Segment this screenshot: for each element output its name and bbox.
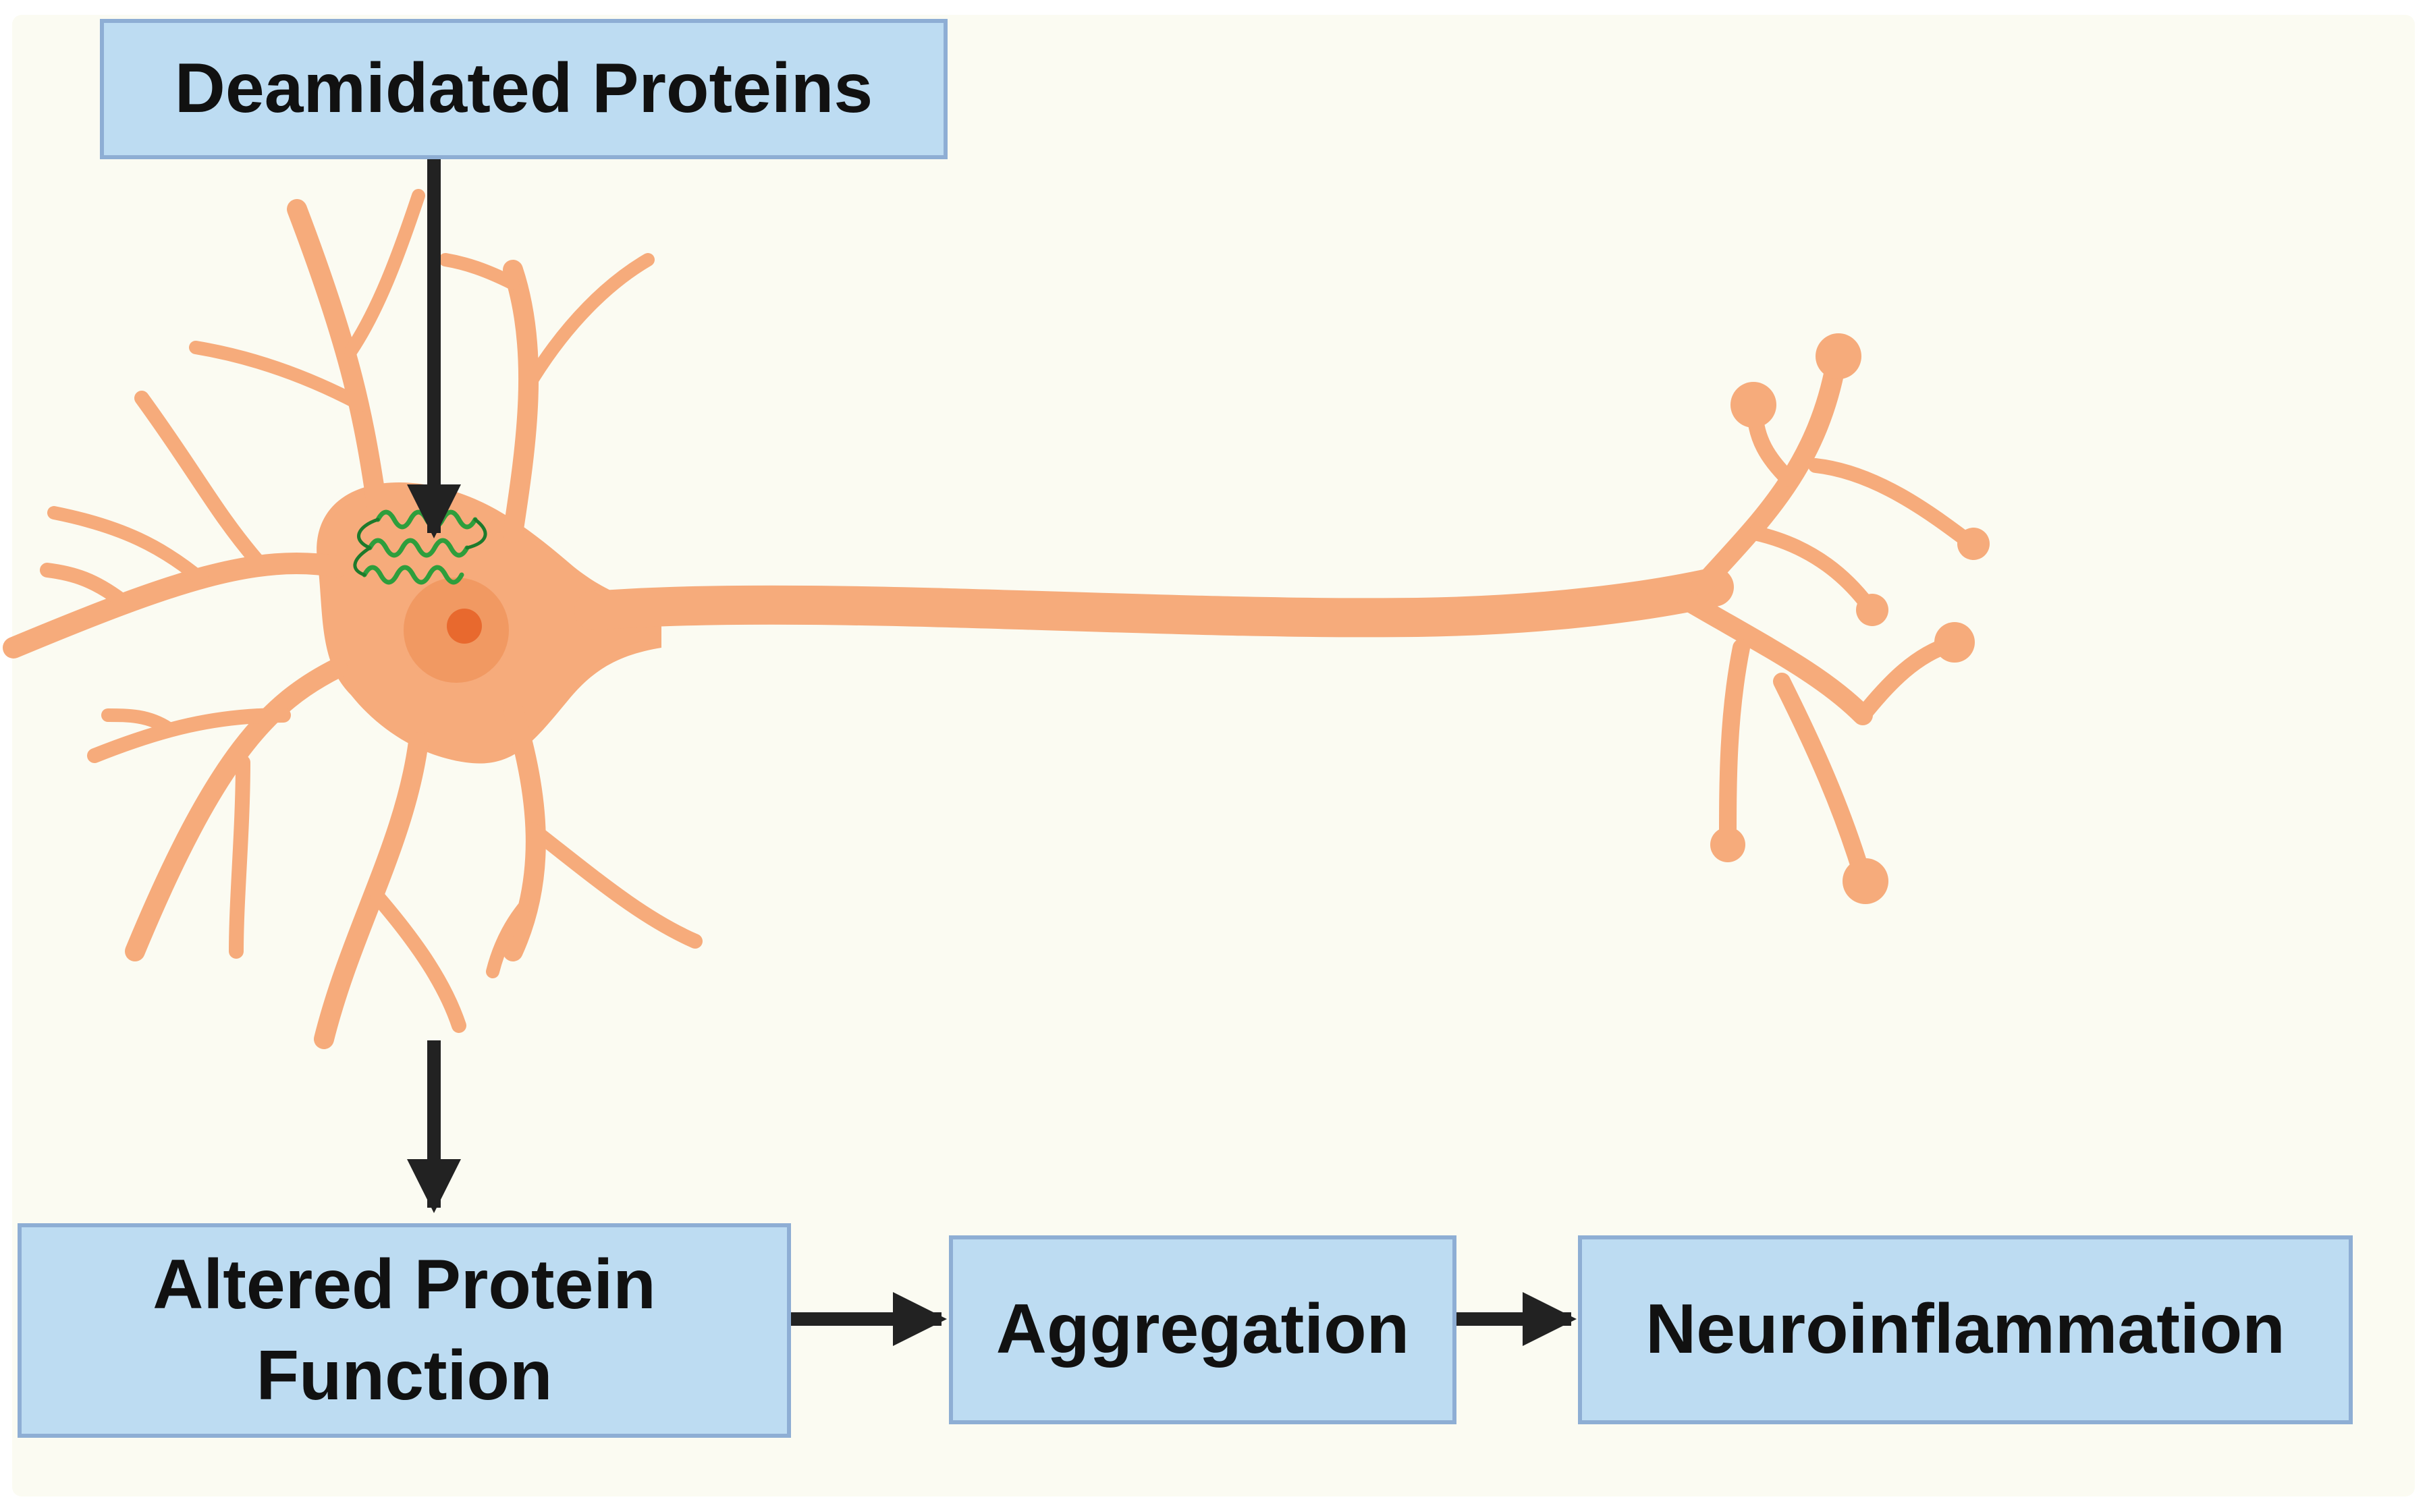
altered-protein-function-box: Altered Protein Function [18, 1223, 791, 1438]
axon-terminal-branch [1747, 526, 1877, 615]
neuron-icon [3, 189, 1990, 1049]
axon-terminal-branch [1773, 673, 1872, 886]
neuron-axon [574, 567, 1734, 638]
deamidated-proteins-box: Deamidated Proteins [100, 19, 948, 159]
neuron-dendrites [3, 189, 703, 1049]
aggregation-box: Aggregation [949, 1235, 1456, 1424]
axon-terminal-branch [1808, 458, 1978, 551]
axon-terminal-branch [1691, 354, 1846, 597]
neuron-nucleolus [447, 609, 482, 644]
neuroinflammation-box: Neuroinflammation [1578, 1235, 2353, 1424]
flow-arrows [407, 159, 1577, 1346]
axon-terminal-branch [1855, 636, 1959, 723]
axon-terminal-branch [1677, 590, 1873, 725]
axon-terminal-branch [1719, 639, 1750, 849]
axon-terminal-bulbs [1710, 333, 1990, 904]
